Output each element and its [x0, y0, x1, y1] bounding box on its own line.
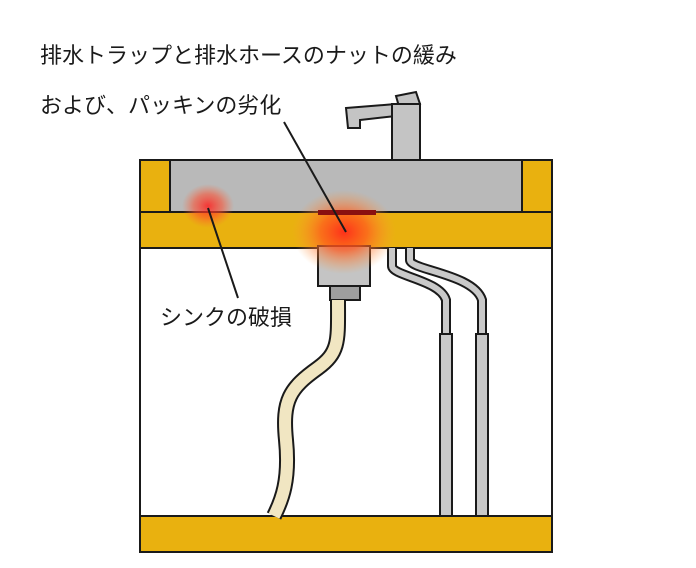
supply-pipe-left [387, 248, 453, 517]
leader-line-trap [283, 121, 347, 233]
label-packing-deterioration: および、パッキンの劣化 [40, 94, 282, 119]
sink-damage-highlight [182, 184, 234, 228]
label-sink-damage: シンクの破損 [160, 306, 293, 331]
trap-leak-highlight [292, 190, 396, 274]
leader-line-sink [207, 207, 239, 299]
supply-pipe-right [405, 248, 489, 517]
drain-hose-fill [268, 299, 345, 519]
cabinet-bottom-band [139, 515, 553, 553]
faucet-icon [344, 90, 422, 161]
drain-flange-line [318, 210, 376, 215]
label-trap-nut-loosening: 排水トラップと排水ホースのナットの緩み [40, 44, 457, 69]
